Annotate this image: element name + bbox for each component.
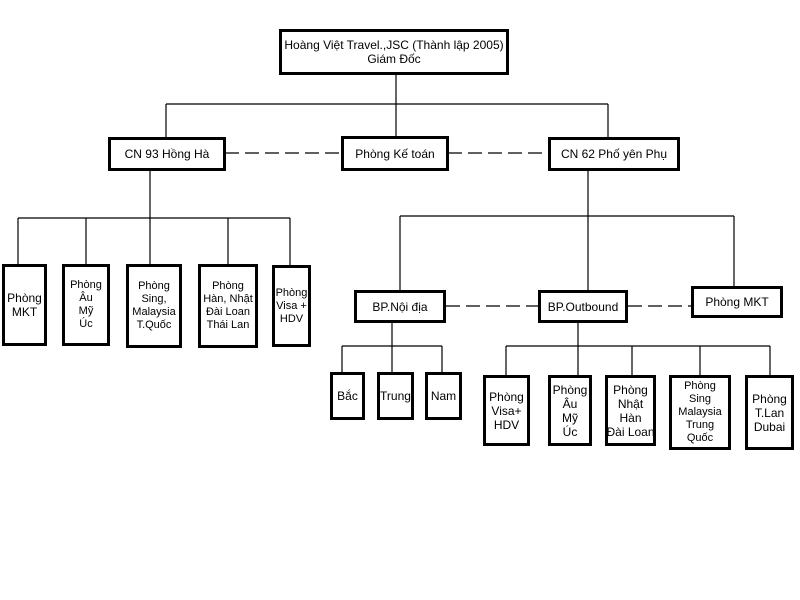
dept-line: Phòng [212,280,244,292]
dept-line: Phòng [552,382,588,397]
outbound-dept-europe-us-australia: Phòng Âu Mỹ Úc [548,375,592,446]
dept-line: Phòng [7,291,42,305]
branch-yenphu-node: CN 62 Phố yên Phụ [548,137,680,171]
root-node-director: Hoàng Việt Travel.,JSC (Thành lập 2005) … [279,29,509,75]
yenphu-mkt-node: Phòng MKT [691,286,783,318]
dept-line: Phòng [70,279,102,291]
unit-label: Nam [430,389,457,403]
domestic-unit-central: Trung [377,372,414,420]
dept-line: Phòng [275,286,308,299]
dept-line: Âu [562,396,578,411]
dept-line: Nhật [617,396,644,411]
unit-label: Trung [380,389,411,403]
dept-line: Dubai [753,419,786,434]
dept-line: HDV [279,312,304,325]
outbound-division-node: BP.Outbound [538,290,628,323]
branch-hongha-label: CN 93 Hồng Hà [124,147,210,161]
dept-line: Phòng [138,280,170,292]
branch-yenphu-label: CN 62 Phố yên Phụ [560,147,668,161]
domestic-unit-north: Bắc [330,372,365,420]
unit-label: Bắc [337,389,358,403]
domestic-division-node: BP.Nội địa [354,290,446,323]
dept-line: Đài Loan [606,424,655,439]
dept-line: T.Lan [754,405,785,420]
outbound-dept-japan-korea-taiwan: Phòng Nhật Hàn Đài Loan [605,375,656,446]
hongha-dept-mkt: Phòng MKT [2,264,47,346]
dept-line: Hàn [619,410,642,425]
dept-line: MKT [11,305,38,319]
dept-line: Malaysia [132,306,176,318]
accounting-node: Phòng Kế toán [341,136,449,171]
domestic-label: BP.Nội địa [372,299,428,314]
dept-line: Visa+ [491,403,522,418]
branch-hongha-node: CN 93 Hồng Hà [108,137,226,171]
dept-line: Phòng [684,380,716,392]
dept-line: Sing, [141,293,167,305]
dept-line: Úc [79,318,93,330]
dept-line: Đài Loan [205,306,251,318]
dept-line: Phòng [752,391,787,406]
dept-line: Malaysia [678,406,722,418]
hongha-dept-visa-guide: Phòng Visa + HDV [272,265,311,347]
domestic-unit-south: Nam [425,372,462,420]
dept-line: Úc [562,424,578,439]
dept-line: Sing [688,393,712,405]
hongha-dept-sing-malaysia-china: Phòng Sing, Malaysia T.Quốc [126,264,182,348]
dept-line: T.Quốc [136,319,172,331]
dept-line: Mỹ [562,410,578,425]
hongha-dept-korea-japan-taiwan-thailand: Phòng Hàn, Nhật Đài Loan Thái Lan [198,264,258,348]
dept-line: Thái Lan [206,319,250,331]
dept-line: Visa + [276,299,307,312]
outbound-dept-sing-malaysia-china: Phòng Sing Malaysia Trung Quốc [669,375,731,450]
hongha-dept-europe-us-australia: Phòng Âu Mỹ Úc [62,264,110,346]
dept-line: HDV [493,417,520,432]
accounting-label: Phòng Kế toán [355,146,435,161]
dept-line: Quốc [686,432,714,444]
dept-line: Âu [79,292,93,304]
root-role: Giám Đốc [367,52,421,66]
root-company-name: Hoàng Việt Travel.,JSC (Thành lập 2005) [284,38,504,52]
outbound-label: BP.Outbound [547,299,619,314]
outbound-dept-thailand-dubai: Phòng T.Lan Dubai [745,375,794,450]
dept-line: Trung [685,419,715,431]
dept-line: Hàn, Nhật [203,293,253,305]
yenphu-mkt-label: Phòng MKT [705,295,769,309]
dept-line: Mỹ [78,305,94,317]
dept-line: Phòng [613,382,648,397]
dept-line: Phòng [489,389,524,404]
outbound-dept-visa-guide: Phòng Visa+ HDV [483,375,530,446]
